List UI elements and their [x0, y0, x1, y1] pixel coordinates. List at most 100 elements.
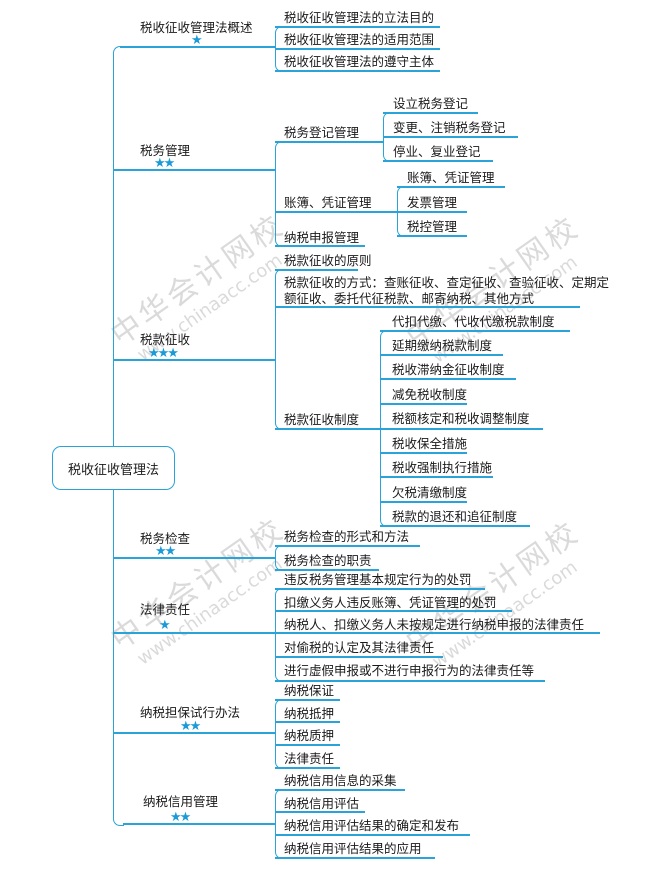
- bracket: [275, 588, 284, 682]
- leaf[interactable]: 税收保全措施: [392, 436, 468, 451]
- leaf-line: [275, 632, 600, 634]
- sub-branch[interactable]: 额征收、委托代征税款、邮寄纳税、其他方式: [284, 291, 535, 306]
- leaf[interactable]: 税收征收管理法的立法目的: [284, 10, 435, 25]
- leaf-line: [275, 588, 485, 590]
- branch-line: [123, 823, 275, 825]
- branch-line: [120, 46, 275, 48]
- leaf-line: [275, 767, 340, 769]
- leaf[interactable]: 税控管理: [407, 219, 458, 234]
- leaf-line: [275, 610, 512, 612]
- leaf[interactable]: 税务检查的形式和方法: [284, 529, 410, 544]
- leaf-line: [275, 680, 545, 682]
- bracket: [275, 789, 284, 859]
- root-node[interactable]: 税收征收管理法: [52, 446, 175, 490]
- leaf[interactable]: 账簿、凭证管理: [407, 170, 495, 185]
- branch-line: [113, 169, 275, 171]
- leaf[interactable]: 违反税务管理基本规定行为的处罚: [284, 572, 472, 587]
- leaf[interactable]: 税款的退还和追征制度: [392, 509, 518, 524]
- bracket: [275, 269, 284, 430]
- leaf-line: [275, 857, 435, 859]
- leaf[interactable]: 纳税信用评估结果的应用: [284, 841, 422, 856]
- leaf-line: [275, 721, 340, 723]
- star-rating: ★★: [170, 810, 191, 825]
- leaf-line: [397, 235, 467, 237]
- star-rating: ★: [191, 33, 203, 48]
- branch-line: [113, 732, 275, 734]
- leaf-line: [397, 211, 467, 213]
- leaf-line: [383, 136, 518, 138]
- leaf[interactable]: 扣缴义务人违反账簿、凭证管理的处罚: [284, 595, 497, 610]
- leaf[interactable]: 对偷税的认定及其法律责任: [284, 640, 435, 655]
- branch-line: [113, 359, 275, 361]
- leaf-line: [275, 789, 405, 791]
- branch-label[interactable]: 纳税担保试行办法: [140, 705, 241, 720]
- leaf[interactable]: 变更、注销税务登记: [393, 120, 506, 135]
- leaf[interactable]: 纳税质押: [284, 728, 335, 743]
- leaf[interactable]: 纳税保证: [284, 683, 335, 698]
- branch-label[interactable]: 纳税信用管理: [143, 794, 219, 809]
- leaf[interactable]: 税收强制执行措施: [392, 460, 493, 475]
- bracket: [275, 699, 284, 769]
- leaf[interactable]: 延期缴纳税款制度: [392, 338, 493, 353]
- sub-line: [275, 269, 358, 271]
- leaf[interactable]: 减免税收制度: [392, 387, 468, 402]
- leaf-line: [380, 403, 467, 405]
- leaf[interactable]: 法律责任: [284, 751, 335, 766]
- branch-label[interactable]: 税务检查: [140, 531, 191, 546]
- leaf[interactable]: 纳税信用信息的采集: [284, 773, 397, 788]
- leaf-line: [383, 160, 493, 162]
- sub-line: [275, 428, 380, 430]
- bracket: [275, 545, 284, 571]
- leaf[interactable]: 停业、复业登记: [393, 144, 481, 159]
- leaf-line: [275, 26, 440, 28]
- branch-label[interactable]: 法律责任: [140, 602, 191, 617]
- leaf[interactable]: 设立税务登记: [393, 96, 469, 111]
- leaf-line: [275, 70, 440, 72]
- branch-label[interactable]: 税款征收: [140, 332, 191, 347]
- leaf-line: [380, 378, 516, 380]
- sub-branch[interactable]: 税款征收制度: [284, 412, 360, 427]
- sub-line: [275, 141, 383, 143]
- star-rating: ★★: [154, 156, 175, 171]
- sub-line: [275, 245, 365, 247]
- leaf-line: [275, 699, 340, 701]
- leaf-line: [275, 811, 365, 813]
- leaf[interactable]: 税收征收管理法的适用范围: [284, 32, 435, 47]
- leaf-line: [380, 330, 570, 332]
- leaf[interactable]: 税额核定和税收调整制度: [392, 411, 530, 426]
- leaf-line: [380, 428, 543, 430]
- sub-branch[interactable]: 账簿、凭证管理: [284, 195, 372, 210]
- sub-branch[interactable]: 税款征收的原则: [284, 253, 372, 268]
- leaf-line: [380, 476, 493, 478]
- leaf[interactable]: 纳税人、扣缴义务人未按规定进行纳税申报的法律责任: [284, 617, 585, 632]
- leaf-line: [275, 569, 379, 571]
- leaf[interactable]: 纳税抵押: [284, 706, 335, 721]
- leaf[interactable]: 代扣代缴、代收代缴税款制度: [392, 314, 555, 329]
- sub-branch[interactable]: 纳税申报管理: [284, 230, 360, 245]
- star-rating: ★★: [180, 719, 201, 734]
- leaf[interactable]: 发票管理: [407, 195, 458, 210]
- leaf[interactable]: 进行虚假申报或不进行申报行为的法律责任等: [284, 663, 535, 678]
- trunk-bottom: [113, 489, 124, 826]
- star-rating: ★: [159, 618, 171, 633]
- sub-branch[interactable]: 税务登记管理: [284, 125, 360, 140]
- leaf[interactable]: 欠税清缴制度: [392, 485, 468, 500]
- sub-line: [275, 211, 403, 213]
- leaf-line: [380, 501, 467, 503]
- leaf-line: [380, 452, 467, 454]
- leaf[interactable]: 纳税信用评估结果的确定和发布: [284, 818, 460, 833]
- branch-label[interactable]: 税务管理: [140, 143, 191, 158]
- branch-label[interactable]: 税收征收管理法概述: [140, 20, 253, 35]
- leaf[interactable]: 税务检查的职责: [284, 553, 372, 568]
- sub-branch[interactable]: 税款征收的方式：查账征收、查定征收、查验征收、定期定: [284, 275, 610, 290]
- leaf-line: [380, 354, 503, 356]
- trunk-top: [113, 46, 124, 447]
- leaf[interactable]: 纳税信用评估: [284, 796, 360, 811]
- branch-line: [113, 557, 275, 559]
- star-rating: ★★★: [148, 346, 179, 361]
- leaf[interactable]: 税收征收管理法的遵守主体: [284, 54, 435, 69]
- leaf-line: [380, 525, 530, 527]
- leaf[interactable]: 税收滞纳金征收制度: [392, 362, 505, 377]
